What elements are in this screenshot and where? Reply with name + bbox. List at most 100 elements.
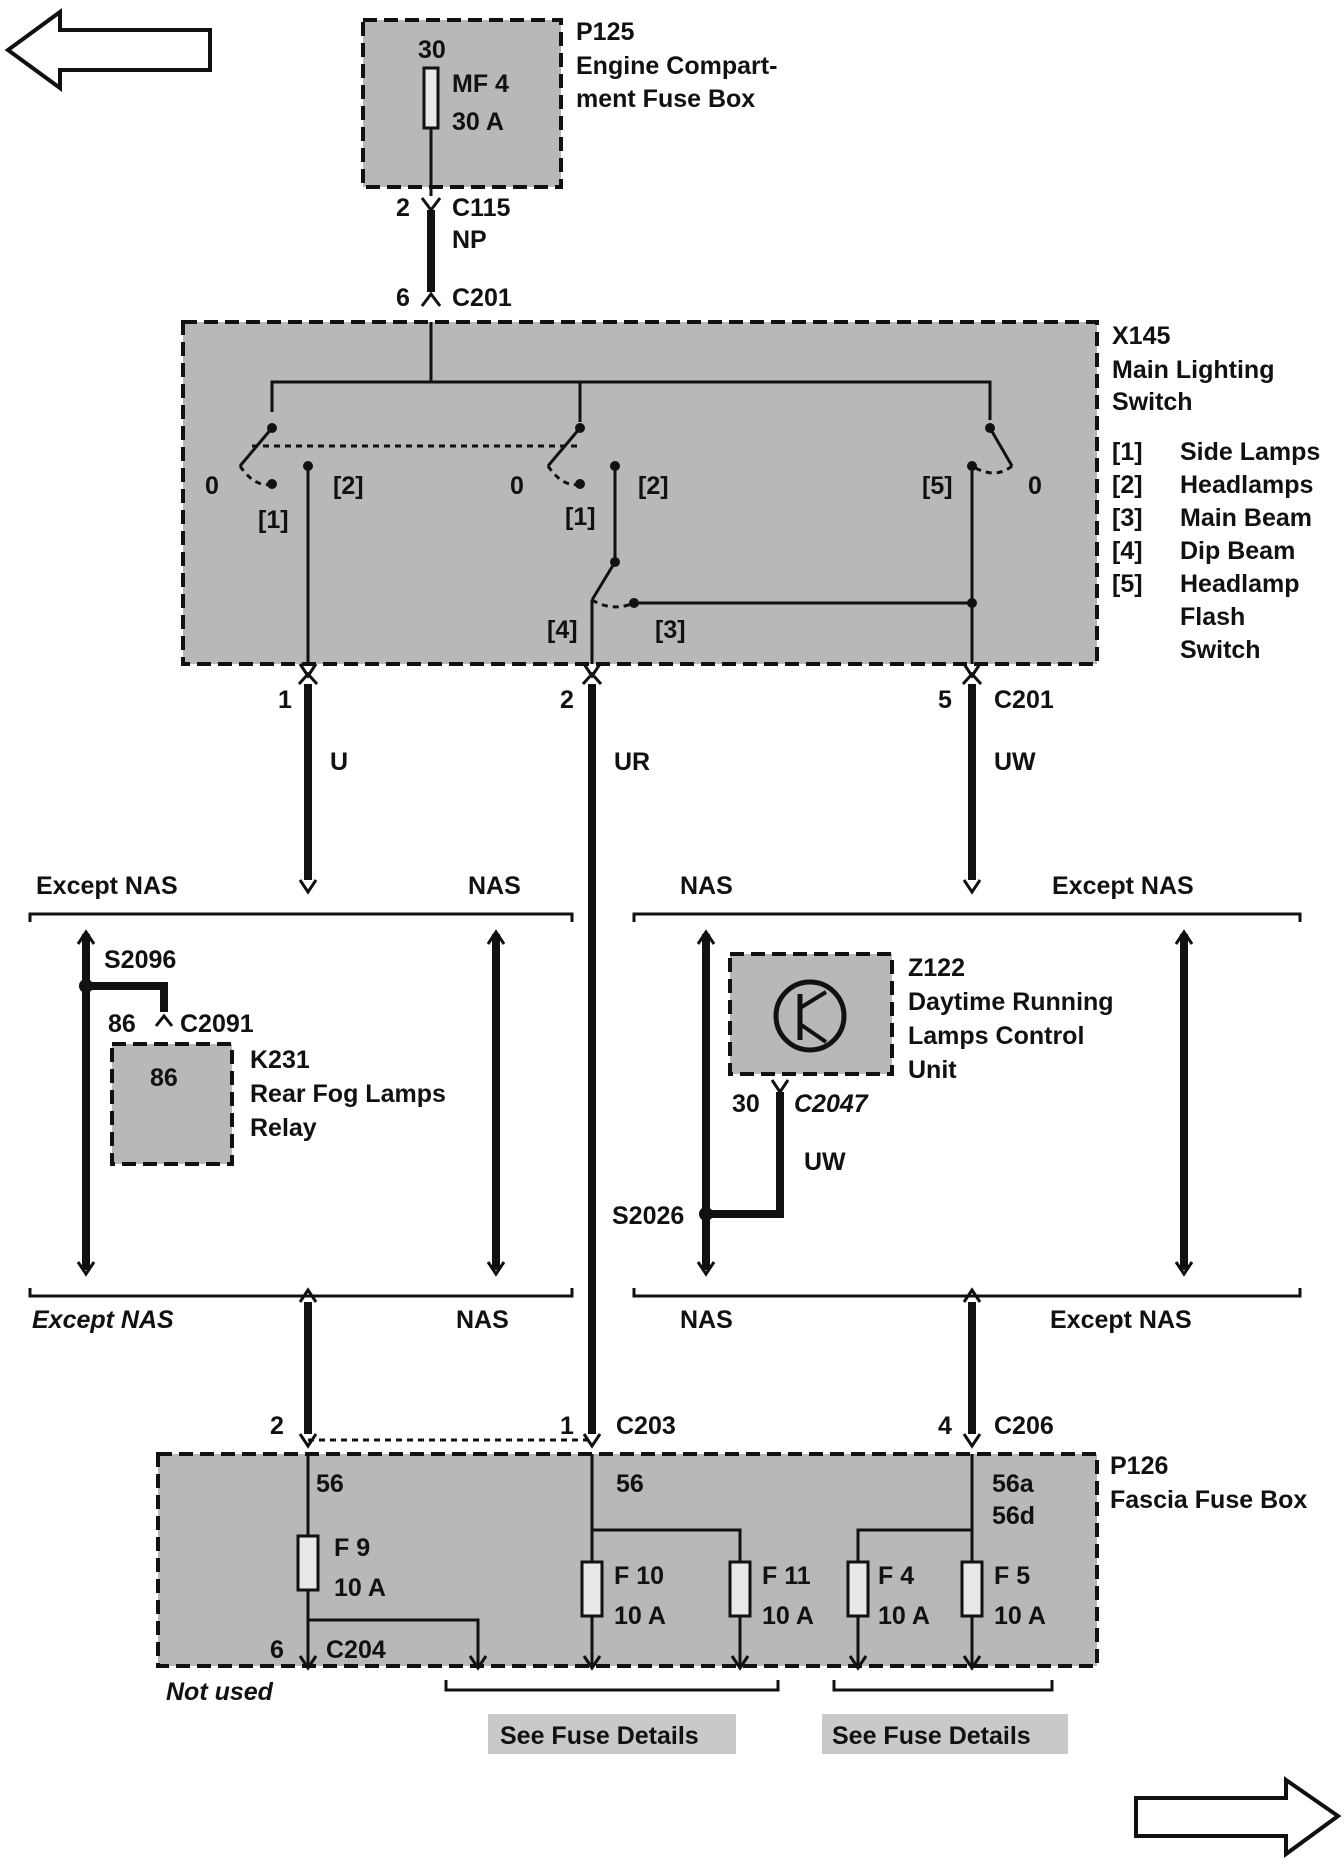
legend-text: Main Beam	[1180, 504, 1312, 532]
right-top-bracket	[632, 912, 1302, 922]
c201-pin-1: 1	[278, 686, 292, 714]
right-top-except-nas: Except NAS	[1052, 872, 1194, 900]
f9-fuse-symbol	[296, 1534, 320, 1592]
fuse-details-bracket-2	[832, 1680, 1054, 1692]
f5-rating: 10 A	[994, 1602, 1046, 1630]
z122-title-line3: Unit	[908, 1056, 957, 1084]
left-bottom-nas: NAS	[456, 1306, 509, 1334]
legend-text: Dip Beam	[1180, 537, 1295, 565]
next-page-arrow-icon[interactable]	[1134, 1776, 1342, 1858]
beam-pos-3: [3]	[655, 616, 686, 644]
c204-pin: 6	[270, 1636, 284, 1664]
see-fuse-details-link-2[interactable]: See Fuse Details	[832, 1722, 1031, 1750]
k231-id: K231	[250, 1046, 310, 1074]
see-fuse-details-box-2	[822, 1714, 1068, 1754]
p125-title-line2: ment Fuse Box	[576, 85, 755, 113]
left-top-nas: NAS	[468, 872, 521, 900]
left-top-bracket	[28, 912, 574, 922]
c2091-pin: 86	[108, 1010, 136, 1038]
wire-uw2-label: UW	[804, 1148, 846, 1176]
f9-rating: 10 A	[334, 1574, 386, 1602]
switch5-pos-5: [5]	[922, 472, 953, 500]
c201-bottom-id: C201	[994, 686, 1054, 714]
f10-rating: 10 A	[614, 1602, 666, 1630]
legend-key: [1]	[1112, 438, 1143, 466]
f4-name: F 4	[878, 1562, 914, 1590]
c201-top-pin: 6	[396, 284, 410, 312]
f5-name: F 5	[994, 1562, 1030, 1590]
c203-pin-1: 1	[560, 1412, 574, 1440]
c201-pin-2: 2	[560, 686, 574, 714]
f11-rating: 10 A	[762, 1602, 814, 1630]
c206-pin: 4	[938, 1412, 952, 1440]
not-used-label: Not used	[166, 1678, 274, 1706]
fuse-details-bracket-1	[444, 1680, 780, 1692]
see-fuse-details-link-1[interactable]: See Fuse Details	[500, 1722, 699, 1750]
f4-rating: 10 A	[878, 1602, 930, 1630]
f11-fuse-symbol	[728, 1560, 752, 1618]
z122-title-line2: Lamps Control	[908, 1022, 1084, 1050]
previous-page-arrow-icon[interactable]	[4, 8, 212, 92]
c201-pin-5: 5	[938, 686, 952, 714]
wire-ur-label: UR	[614, 748, 650, 776]
c2047-id: C2047	[794, 1090, 869, 1118]
c115-id: C115	[452, 194, 510, 222]
legend-text: Flash	[1180, 603, 1245, 631]
p126-pin-left: 56	[316, 1470, 344, 1498]
p126-pin-mid: 56	[616, 1470, 644, 1498]
left-bottom-except-nas: Except NAS	[32, 1306, 174, 1334]
p125-title-line1: Engine Compart-	[576, 52, 777, 80]
s2026-splice	[699, 1207, 713, 1221]
z122-title-line1: Daytime Running	[908, 988, 1114, 1016]
z122-drl-control-unit	[728, 952, 894, 1076]
p125-fuse-box	[361, 18, 563, 189]
legend-text: Side Lamps	[1180, 438, 1320, 466]
transistor-icon	[773, 979, 847, 1053]
switch2-pos-0: 0	[510, 472, 524, 500]
p126-pin-56d: 56d	[992, 1502, 1035, 1530]
switch1-pos-1: [1]	[258, 506, 289, 534]
s2026-label: S2026	[612, 1202, 684, 1230]
x145-title-line1: Main Lighting	[1112, 356, 1274, 384]
x145-legend: [1] Side Lamps [2] Headlamps [3] Main Be…	[1112, 438, 1320, 664]
switch1-pos-2: [2]	[333, 472, 364, 500]
k231-rear-fog-relay	[110, 1042, 234, 1166]
switch2-pos-1: [1]	[565, 503, 596, 531]
x145-id: X145	[1112, 322, 1170, 350]
left-bottom-bracket	[28, 1288, 574, 1298]
p126-id: P126	[1110, 1452, 1168, 1480]
c201-top-connector-symbol	[420, 291, 442, 307]
f5-fuse-symbol	[960, 1560, 984, 1618]
c115-note: NP	[452, 226, 487, 254]
x145-main-lighting-switch	[181, 320, 1099, 666]
c115-connector-symbol	[420, 197, 442, 213]
s2096-label: S2096	[104, 946, 176, 974]
switch5-pos-0: 0	[1028, 472, 1042, 500]
c2047-pin: 30	[732, 1090, 760, 1118]
legend-key: [3]	[1112, 504, 1143, 532]
c2091-id: C2091	[180, 1010, 254, 1038]
c115-pin: 2	[396, 194, 410, 222]
p125-id: P125	[576, 18, 634, 46]
p125-pin: 30	[418, 36, 446, 64]
c203-pin-2: 2	[270, 1412, 284, 1440]
legend-text: Switch	[1180, 636, 1261, 664]
wire-u-label: U	[330, 748, 348, 776]
right-bottom-nas: NAS	[680, 1306, 733, 1334]
z122-id: Z122	[908, 954, 965, 982]
left-top-except-nas: Except NAS	[36, 872, 178, 900]
f10-fuse-symbol	[580, 1560, 604, 1618]
legend-text: Headlamps	[1180, 471, 1313, 499]
legend-key: [2]	[1112, 471, 1143, 499]
legend-key: [4]	[1112, 537, 1143, 565]
switch2-pos-2: [2]	[638, 472, 669, 500]
see-fuse-details-box-1	[488, 1714, 736, 1754]
p126-pin-56a: 56a	[992, 1470, 1035, 1498]
beam-pos-4: [4]	[547, 616, 578, 644]
k231-pin: 86	[150, 1064, 178, 1092]
switch1-pos-0: 0	[205, 472, 219, 500]
f11-name: F 11	[762, 1562, 811, 1590]
p125-fuse-rating: 30 A	[452, 108, 504, 136]
right-bottom-except-nas: Except NAS	[1050, 1306, 1192, 1334]
